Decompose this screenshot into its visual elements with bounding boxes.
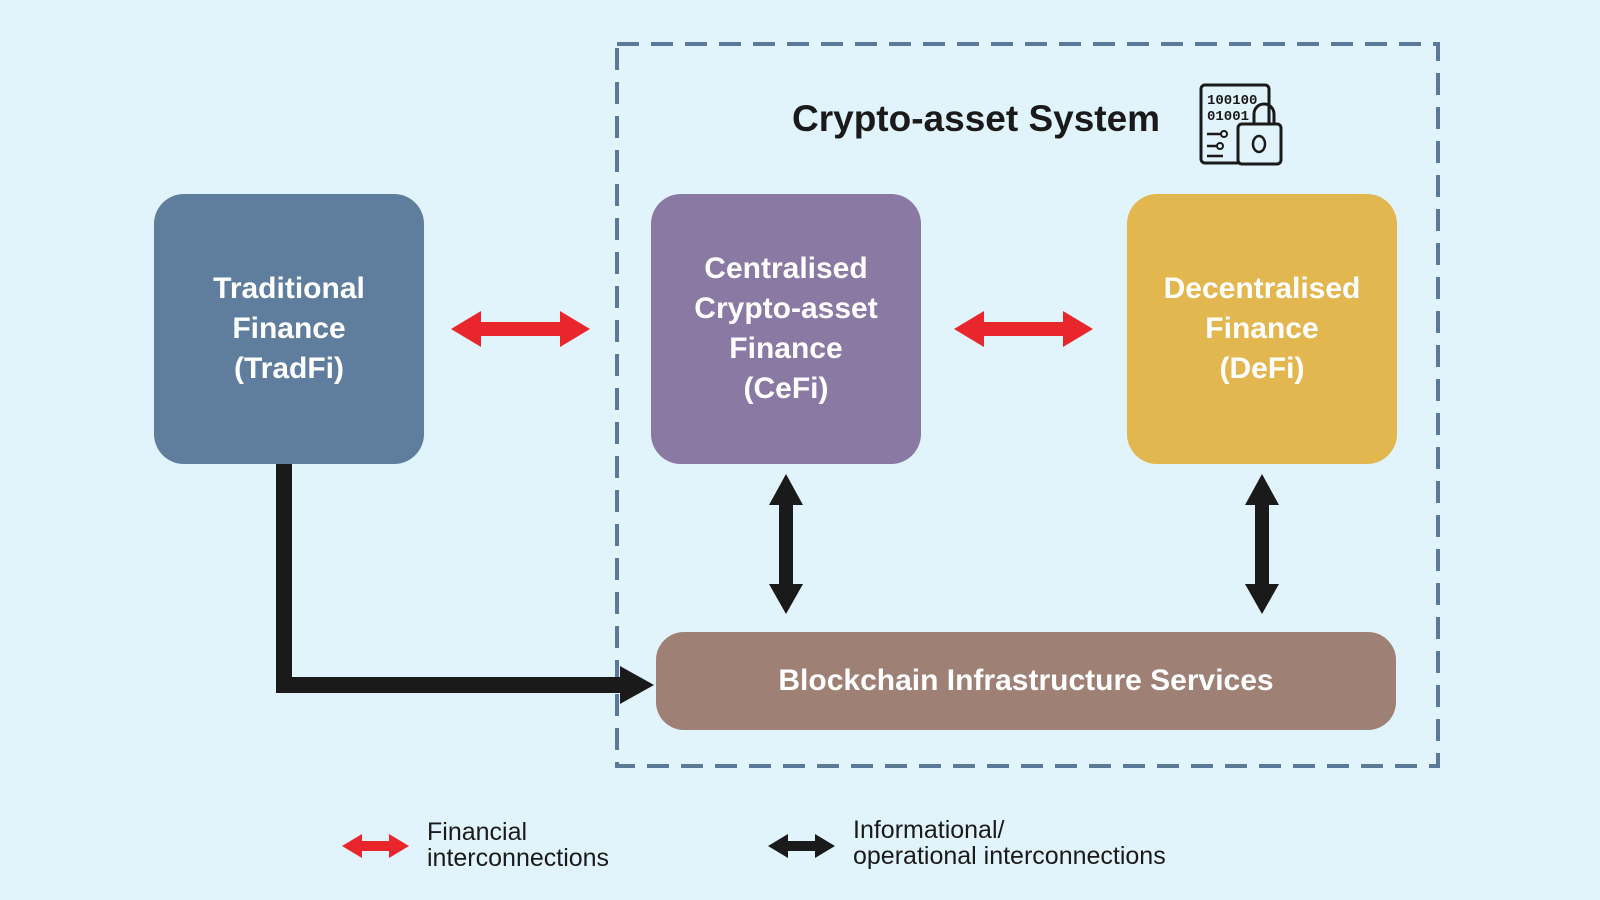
tradfi-box: Traditional Finance (TradFi) xyxy=(154,194,424,464)
defi-box: Decentralised Finance (DeFi) xyxy=(1127,194,1397,464)
operational-arrow-defi-blockchain xyxy=(1245,474,1279,614)
crypto-system-boundary xyxy=(615,42,1440,768)
tradfi-to-blockchain-connector xyxy=(276,464,620,693)
svg-text:100100: 100100 xyxy=(1207,93,1257,109)
financial-arrow-cefi-defi xyxy=(954,311,1093,347)
crypto-system-title: Crypto-asset System xyxy=(792,98,1161,139)
financial-arrow-tradfi-cefi xyxy=(451,311,590,347)
legend-operational-arrow xyxy=(768,834,835,858)
svg-text:01001: 01001 xyxy=(1207,109,1249,125)
operational-arrow-cefi-blockchain xyxy=(769,474,803,614)
legend-operational-label: Informational/ operational interconnecti… xyxy=(853,816,1166,870)
blockchain-box: Blockchain Infrastructure Services xyxy=(656,632,1396,730)
legend-financial-arrow xyxy=(342,834,409,858)
tradfi-to-blockchain-arrowhead xyxy=(620,666,654,704)
legend-financial-label: Financial interconnections xyxy=(427,818,610,872)
cefi-box: Centralised Crypto-asset Finance (CeFi) xyxy=(651,194,921,464)
binary-lock-icon: 100100 01001 xyxy=(1199,83,1283,166)
